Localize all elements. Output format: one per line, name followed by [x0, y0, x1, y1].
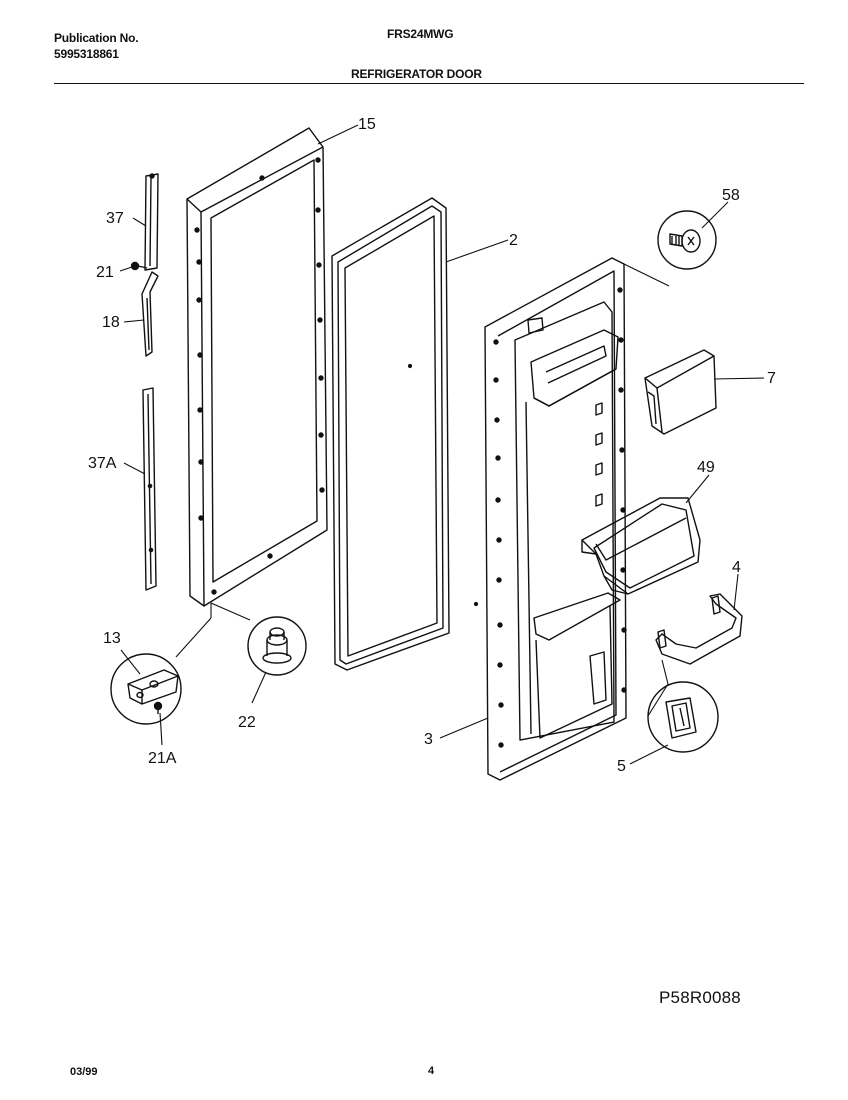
section-title: REFRIGERATOR DOOR	[351, 67, 482, 81]
header-divider	[54, 83, 804, 84]
label-3: 3	[424, 731, 433, 748]
label-58: 58	[722, 187, 740, 204]
label-4: 4	[732, 559, 741, 576]
label-7: 7	[767, 370, 776, 387]
part-49-shelf-bin	[581, 497, 701, 595]
part-3-door-liner	[484, 257, 627, 781]
part-5-clip	[647, 681, 719, 753]
label-21: 21	[96, 264, 114, 281]
label-37a: 37A	[88, 455, 117, 472]
label-15: 15	[358, 116, 376, 133]
label-18: 18	[102, 314, 120, 331]
part-2-gasket	[331, 197, 479, 671]
model-number: FRS24MWG	[387, 27, 454, 41]
label-22: 22	[238, 714, 256, 731]
part-58-screw	[657, 210, 717, 270]
leader-lines	[119, 124, 765, 765]
part-18-handle	[141, 271, 159, 357]
label-37: 37	[106, 210, 124, 227]
part-37a-trim-strip	[142, 387, 157, 591]
label-5: 5	[617, 758, 626, 775]
publication-label: Publication No.	[54, 31, 139, 45]
label-13: 13	[103, 630, 121, 647]
part-21-screw	[130, 261, 148, 271]
label-21a: 21A	[148, 750, 177, 767]
part-4-bracket	[655, 593, 743, 665]
part-7-cover	[644, 349, 717, 435]
part-37-trim-strip	[144, 173, 159, 271]
part-22-hinge-bushing	[247, 616, 307, 676]
label-49: 49	[697, 459, 715, 476]
drawing-code: P58R0088	[659, 988, 741, 1007]
footer-page-number: 4	[428, 1065, 435, 1077]
part-15-door-panel	[186, 127, 328, 607]
footer-date: 03/99	[70, 1066, 98, 1078]
publication-number: 5995318861	[54, 47, 119, 61]
part-13-hinge-bracket	[110, 653, 182, 725]
label-2: 2	[509, 232, 518, 249]
part-21a-screw	[153, 701, 163, 714]
